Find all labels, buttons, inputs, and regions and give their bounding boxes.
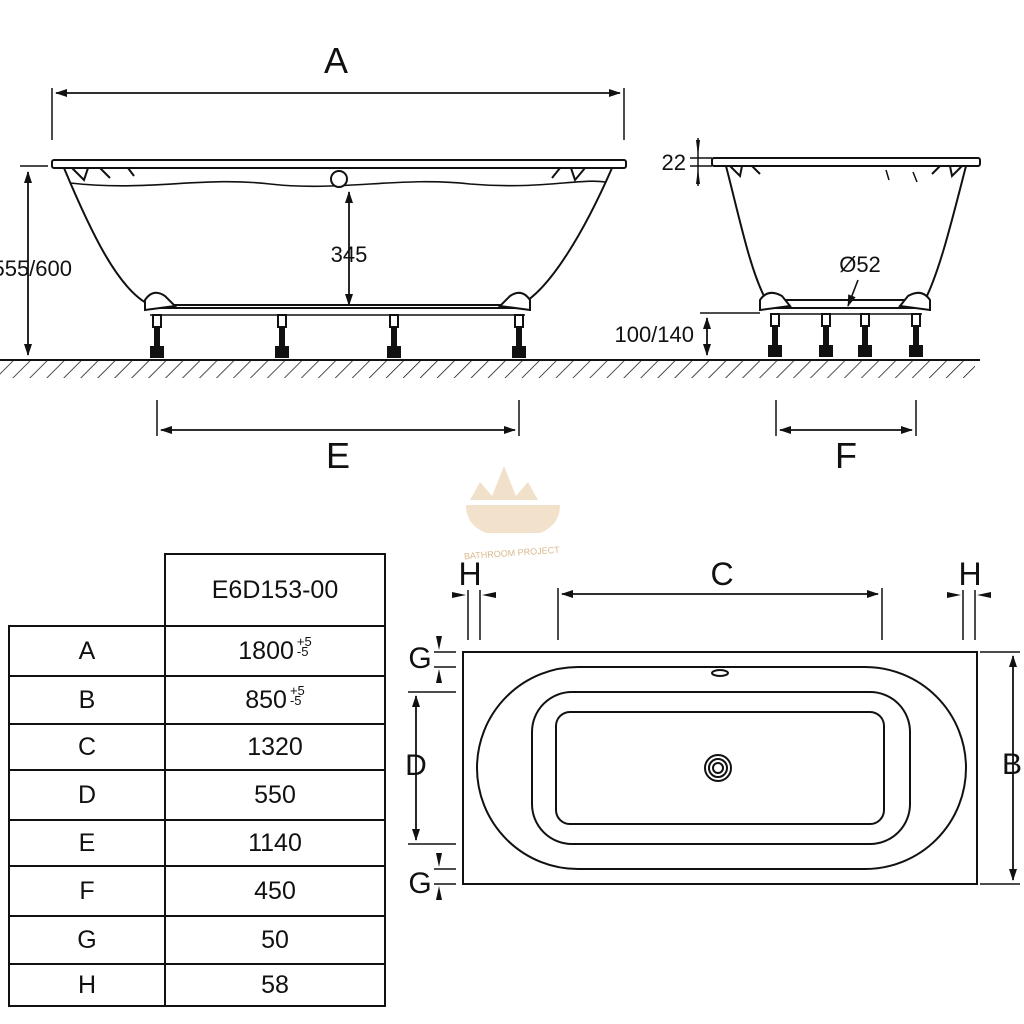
- table-row-value: 850 +5-5: [164, 675, 386, 725]
- side-legs: [150, 314, 526, 358]
- dimension-d: [408, 691, 456, 845]
- label-rim-thickness: 22: [662, 150, 686, 175]
- label-inner-depth: 345: [331, 242, 368, 267]
- dimension-g-top: [434, 636, 456, 683]
- tol-plus: +5: [296, 634, 312, 649]
- label-height-range: 555/600: [0, 256, 72, 281]
- table-row-key: E: [8, 819, 166, 867]
- table-row-value: 550: [164, 769, 386, 821]
- label-a: A: [324, 40, 348, 81]
- label-leg-height: 100/140: [614, 322, 694, 347]
- table-row-value: 1320: [164, 723, 386, 771]
- table-row-key: B: [8, 675, 166, 725]
- table-row-value: 50: [164, 915, 386, 965]
- tol-plus: +5: [289, 683, 305, 698]
- dimension-leg-height: [700, 312, 760, 356]
- end-legs: [768, 313, 923, 357]
- plan-view: [462, 651, 978, 885]
- side-elevation: [51, 159, 627, 316]
- tol-minus: -5: [289, 693, 302, 708]
- table-row-key: C: [8, 723, 166, 771]
- dimension-a: [51, 88, 625, 140]
- end-elevation: [711, 157, 981, 315]
- label-b: B: [1002, 748, 1022, 781]
- tolerance: +5-5: [289, 683, 305, 708]
- drain-diameter-leader: [847, 279, 859, 307]
- table-row-value: 1800 +5-5: [164, 625, 386, 677]
- watermark-logo: [466, 466, 560, 533]
- dimension-g-bottom: [434, 853, 456, 900]
- tolerance: +5-5: [296, 634, 312, 659]
- table-value-text: 850: [245, 685, 287, 714]
- table-row-value: 58: [164, 963, 386, 1007]
- dimension-c: [557, 588, 883, 640]
- label-h-right: H: [958, 556, 981, 592]
- label-h-left: H: [458, 556, 481, 592]
- table-row-key: G: [8, 915, 166, 965]
- table-row-value: 1140: [164, 819, 386, 867]
- dimension-e: [156, 400, 520, 436]
- dimension-rim-thickness: [690, 138, 712, 186]
- table-row-key: D: [8, 769, 166, 821]
- label-drain-diameter: Ø52: [839, 252, 881, 277]
- label-d: D: [405, 749, 427, 782]
- dimension-h-left: [452, 590, 496, 640]
- label-g-bottom: G: [408, 867, 431, 900]
- table-row-key: F: [8, 865, 166, 917]
- dimension-h-right: [947, 590, 991, 640]
- label-e: E: [326, 435, 350, 476]
- table-header-model: E6D153-00: [164, 553, 386, 627]
- table-row-value: 450: [164, 865, 386, 917]
- table-row-key: A: [8, 625, 166, 677]
- dimension-f: [775, 400, 917, 436]
- table-row-key: H: [8, 963, 166, 1007]
- dimension-overall-height: [20, 165, 48, 356]
- dimension-b: [980, 651, 1020, 885]
- tol-minus: -5: [296, 644, 309, 659]
- label-g-top: G: [408, 642, 431, 675]
- floor: [0, 359, 980, 378]
- label-c: C: [710, 556, 733, 592]
- label-f: F: [835, 435, 857, 476]
- table-value-text: 1800: [238, 636, 294, 665]
